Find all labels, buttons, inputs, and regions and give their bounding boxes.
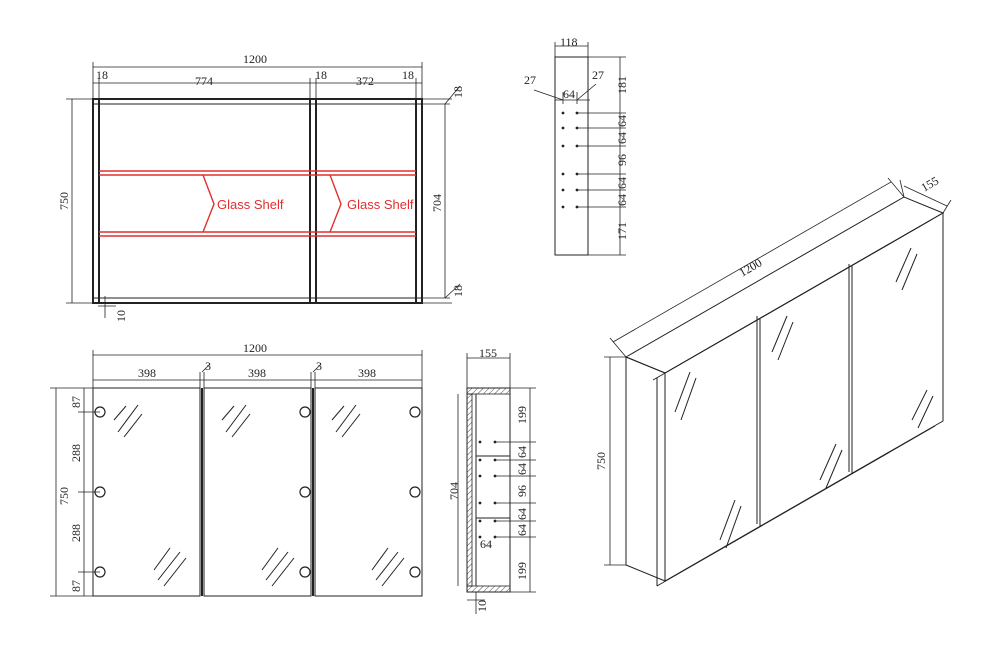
dim-hinge-4: 87 [69,580,83,592]
dim-bottom-thickness: 18 [451,285,465,297]
dim-seg-4: 372 [356,74,374,88]
dim-seg-5: 18 [402,68,414,82]
dim-hinge-2: 288 [69,444,83,462]
dim-hole-spacing: 64 [563,87,575,101]
dim-iso-height: 750 [594,452,608,470]
iso-glass-reflections [674,247,934,549]
shelf-pin-holes-bottom [478,440,497,539]
dim-bv-1: 199 [515,406,529,424]
dim-door-2: 398 [248,366,266,380]
glass-reflection-marks [113,404,405,587]
dim-door-3: 398 [358,366,376,380]
dim-hinge-3: 288 [69,524,83,542]
dim-hole-spacing-bottom: 64 [480,537,492,551]
shelf-label-right: Glass Shelf [347,197,414,212]
shelf-label-left: Glass Shelf [217,197,284,212]
dim-top-thickness: 18 [451,86,465,98]
dim-v-7: 171 [615,222,629,240]
dim-v-3: 64 [615,132,629,144]
dim-bv-4: 96 [515,485,529,497]
dim-bv-7: 199 [515,562,529,580]
dim-depth-bottom: 155 [479,346,497,360]
dim-bv-6: 64 [515,524,529,536]
dim-doors-height: 750 [57,487,71,505]
dim-bv-3: 64 [515,463,529,475]
dim-overall-width: 1200 [243,52,267,66]
dim-side-bottom-offset: 10 [475,600,489,612]
dim-bottom-offset: 10 [114,310,128,322]
dim-iso-depth: 155 [919,173,942,194]
dim-v-1: 181 [615,76,629,94]
dim-v-4: 96 [615,154,629,166]
dim-hinge-1: 87 [69,396,83,408]
dim-seg-3: 18 [315,68,327,82]
shelf-pin-holes-top [561,111,579,209]
dim-v-5: 64 [615,177,629,189]
dim-bv-5: 64 [515,508,529,520]
dim-right-offset: 27 [592,68,604,82]
dim-iso-width: 1200 [737,255,765,279]
front-internal-view: Glass Shelf Glass Shelf 1200 18 774 18 3… [57,52,465,322]
dim-seg-1: 18 [96,68,108,82]
dim-side-height: 704 [447,482,461,500]
shelf-arrow-right [329,174,342,233]
dim-bv-2: 64 [515,446,529,458]
dim-v-6: 64 [615,194,629,206]
shelf-arrow-left [202,174,215,233]
front-doors-view: 1200 398 398 398 3 3 750 87 288 288 87 [50,341,423,597]
side-section-top: 118 27 27 64 181 64 64 96 64 64 1 [524,35,629,256]
dim-doors-overall-width: 1200 [243,341,267,355]
dim-seg-2: 774 [195,74,213,88]
isometric-view: 1200 155 750 [594,173,952,587]
side-section-bottom: 64 155 704 199 64 64 96 64 64 199 10 [447,346,536,614]
hinge-knobs [94,406,421,578]
dim-inner-height: 704 [430,194,444,212]
dim-v-2: 64 [615,115,629,127]
dim-depth-top: 118 [560,35,578,49]
dim-height: 750 [57,192,71,210]
dim-door-1: 398 [138,366,156,380]
dim-left-offset: 27 [524,73,536,87]
